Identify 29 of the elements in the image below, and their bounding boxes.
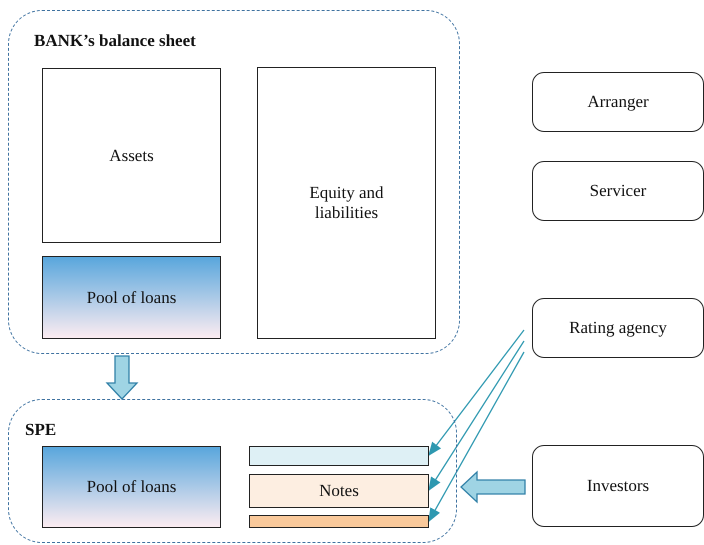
box-label: Notes [319, 481, 359, 501]
box-label: Investors [586, 476, 650, 496]
party-box [532, 72, 704, 132]
bar-block [249, 446, 429, 466]
arrow [428, 340, 525, 492]
party-box [532, 298, 704, 358]
box-label: Pool of loans [86, 477, 176, 497]
arrow [428, 352, 525, 522]
loan-pool-box [42, 256, 221, 339]
box-label: Servicer [590, 181, 646, 201]
group-panel [8, 10, 460, 354]
group-title: SPE [25, 420, 56, 440]
block-arrow [106, 355, 138, 400]
party-box [532, 161, 704, 221]
box-label: Arranger [587, 92, 649, 112]
balance-sheet-box [249, 474, 429, 508]
party-box [532, 445, 704, 527]
bar-block [249, 515, 429, 528]
block-arrow [460, 470, 526, 504]
box-label: Assets [109, 146, 154, 166]
balance-sheet-box [257, 67, 436, 339]
group-panel [8, 399, 457, 543]
box-label: Equity and liabilities [308, 183, 385, 223]
box-label: Pool of loans [86, 288, 176, 308]
loan-pool-box [42, 446, 221, 528]
balance-sheet-box [42, 68, 221, 243]
arrow [428, 330, 525, 456]
group-title: BANK’s balance sheet [34, 31, 196, 51]
box-label: Rating agency [569, 318, 667, 338]
